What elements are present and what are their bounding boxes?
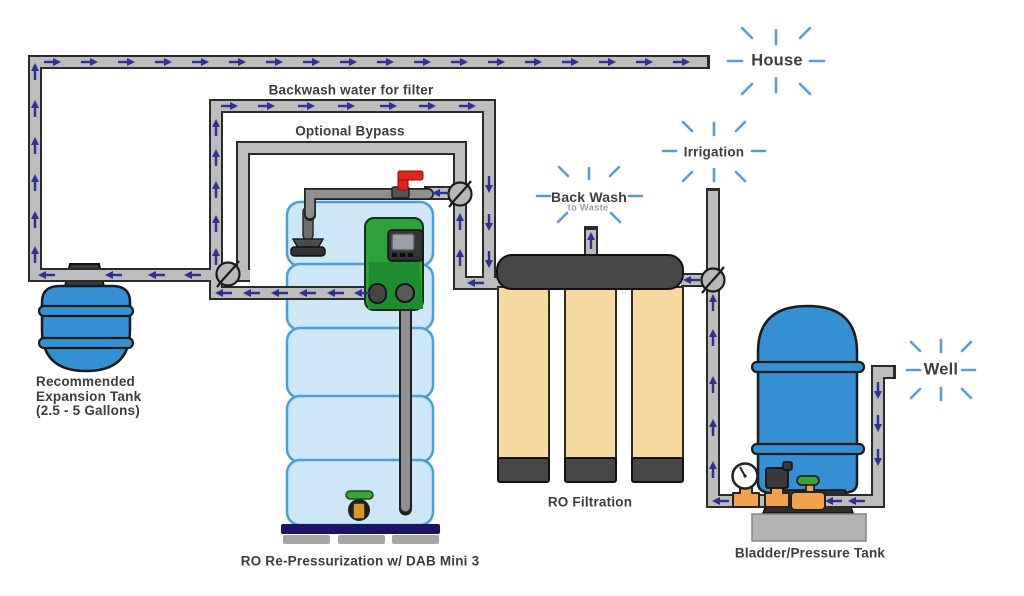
backwash-sublabel: to Waste [567, 202, 609, 214]
well-starburst-icon [905, 338, 977, 402]
pump-outlet-port [368, 283, 387, 304]
tank-fill-tube [304, 188, 434, 221]
backwash-label: Back Wash [551, 189, 627, 205]
dab-pump [364, 217, 424, 311]
tank-drain-valve [345, 490, 374, 521]
filter-cylinder [631, 286, 684, 483]
ro-filtration-label: RO Filtration [547, 494, 633, 510]
bladder-tank-label: Bladder/Pressure Tank [734, 545, 886, 561]
pressure-fittings [731, 461, 826, 511]
pressure-switch [765, 467, 789, 489]
filter-manifold [496, 254, 684, 290]
irrigation-label: Irrigation [683, 144, 745, 160]
expansion-tank-label: Recommended Expansion Tank (2.5 - 5 Gall… [36, 374, 142, 418]
ro-storage-tank [281, 200, 440, 544]
ball-valve-body [790, 491, 826, 511]
red-valve-icon [391, 170, 424, 199]
bladder-pressure-tank [750, 304, 867, 542]
filter-cylinder [497, 286, 550, 483]
shutoff-valve-icon [447, 180, 473, 208]
irrigation-starburst-icon [661, 120, 767, 183]
house-label: House [751, 51, 803, 70]
filter-cylinder [564, 286, 617, 483]
ro-repressurization-label: RO Re-Pressurization w/ DAB Mini 3 [240, 553, 480, 569]
bypass-line-label: Optional Bypass [295, 123, 405, 139]
ball-valve-handle [796, 475, 820, 486]
backwash-line-label: Backwash water for filter [268, 82, 434, 98]
pipe-network [28, 55, 896, 508]
backwash-starburst-icon [535, 165, 644, 224]
tank-base-rail [281, 524, 440, 534]
house-starburst-icon [726, 26, 826, 96]
ro-filtration-unit [496, 254, 684, 483]
shutoff-valve-icon [215, 260, 241, 288]
bladder-tank-pedestal [751, 513, 867, 542]
well-label: Well [923, 360, 959, 379]
shutoff-valve-icon [700, 266, 726, 294]
